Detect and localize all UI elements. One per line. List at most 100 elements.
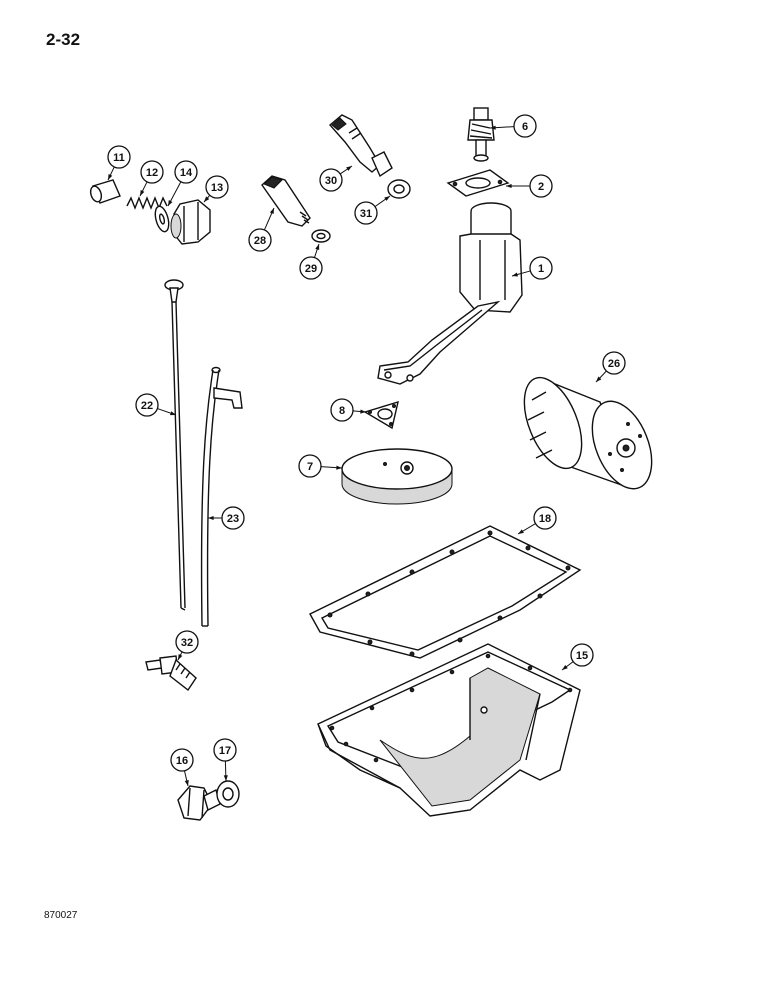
leader-arrow-8 [360, 409, 366, 414]
callout-circle-28 [248, 228, 272, 252]
callout-number-11: 11 [113, 152, 125, 164]
callout-circle-2 [529, 174, 553, 198]
part-washer [154, 205, 170, 233]
callout-circle-18 [533, 506, 557, 530]
callout-circle-7 [298, 454, 322, 478]
callout-circle-26 [602, 351, 626, 375]
leader-arrow-28 [269, 208, 274, 214]
callout-circle-23 [221, 506, 245, 530]
leader-arrow-11 [108, 174, 113, 180]
callout-number-30: 30 [325, 175, 337, 187]
callout-number-6: 6 [522, 121, 528, 133]
leader-arrow-13 [204, 196, 210, 202]
callout-22: 22 [135, 393, 177, 417]
leader-arrow-12 [140, 190, 145, 196]
leader-arrow-31 [384, 196, 390, 201]
leader-arrow-7 [336, 465, 342, 470]
callout-number-14: 14 [180, 167, 193, 179]
callout-number-13: 13 [211, 182, 223, 194]
part-pump-drive-gear [467, 107, 495, 162]
callout-number-7: 7 [307, 461, 313, 473]
part-oil-pump [377, 202, 523, 385]
callout-number-2: 2 [538, 181, 544, 193]
part-oil-strainer [341, 448, 453, 505]
callout-8: 8 [330, 398, 367, 422]
callout-number-28: 28 [254, 235, 266, 247]
callout-number-8: 8 [339, 405, 345, 417]
callout-number-18: 18 [539, 513, 551, 525]
callout-circle-8 [330, 398, 354, 422]
callout-circle-31 [354, 201, 378, 225]
callout-number-17: 17 [219, 745, 231, 757]
part-strainer-gasket [363, 400, 399, 430]
leader-arrow-14 [168, 200, 173, 206]
part-pump-gasket [446, 169, 510, 197]
callout-18: 18 [517, 506, 557, 535]
callout-circle-29 [299, 256, 323, 280]
callout-17: 17 [213, 738, 237, 782]
callout-circle-32 [175, 630, 199, 654]
callout-number-26: 26 [608, 358, 620, 370]
callout-2: 2 [506, 174, 553, 198]
part-oil-pan-gasket [309, 525, 582, 659]
leader-arrow-22 [170, 411, 176, 416]
callout-11: 11 [107, 145, 131, 181]
callout-number-12: 12 [146, 167, 158, 179]
leader-arrow-23 [208, 515, 214, 521]
callout-circle-14 [174, 160, 198, 184]
callout-number-15: 15 [576, 650, 588, 662]
callout-26: 26 [595, 351, 626, 383]
callout-23: 23 [208, 506, 245, 530]
callout-circle-22 [135, 393, 159, 417]
callout-32: 32 [175, 630, 199, 661]
callout-circle-12 [140, 160, 164, 184]
part-oil-filter [523, 376, 653, 490]
figure-id: 870027 [44, 910, 78, 921]
callout-number-1: 1 [538, 263, 544, 275]
callout-1: 1 [511, 256, 553, 280]
callout-circle-11 [107, 145, 131, 169]
leader-arrow-1 [512, 272, 518, 277]
part-sender-washer [387, 179, 411, 199]
leader-arrow-2 [506, 183, 512, 189]
leader-arrow-16 [184, 780, 189, 786]
callout-number-22: 22 [141, 400, 153, 412]
callout-15: 15 [561, 643, 594, 671]
leader-arrow-6 [490, 125, 496, 130]
part-oil-pan [317, 643, 581, 817]
callout-circle-15 [570, 643, 594, 667]
callout-7: 7 [298, 454, 343, 478]
leader-arrow-26 [596, 376, 602, 382]
callout-6: 6 [489, 114, 537, 138]
leader-arrow-17 [223, 775, 228, 781]
callout-29: 29 [299, 243, 323, 280]
leader-arrow-29 [315, 244, 320, 250]
part-dipstick-tube [200, 366, 243, 627]
part-sleeve [89, 179, 121, 204]
callout-circle-30 [319, 168, 343, 192]
part-oil-pressure-sender [328, 114, 393, 178]
callout-number-32: 32 [181, 637, 193, 649]
callout-number-31: 31 [360, 208, 372, 220]
callout-13: 13 [203, 175, 229, 203]
callout-number-29: 29 [305, 263, 317, 275]
callout-16: 16 [170, 748, 194, 787]
leader-arrow-32 [178, 654, 183, 660]
leader-arrow-18 [518, 529, 524, 534]
callout-number-16: 16 [176, 755, 188, 767]
callout-12: 12 [139, 160, 164, 197]
part-dipstick [164, 279, 186, 611]
leader-arrow-15 [562, 664, 568, 670]
part-spring [126, 196, 168, 210]
callout-31: 31 [354, 195, 391, 225]
page-number: 2-32 [46, 30, 81, 49]
callout-circle-1 [529, 256, 553, 280]
part-plug [170, 199, 211, 245]
part-adapter-washer [311, 229, 331, 243]
callout-28: 28 [248, 207, 275, 252]
callout-circle-17 [213, 738, 237, 762]
part-drain-plug [177, 785, 221, 821]
